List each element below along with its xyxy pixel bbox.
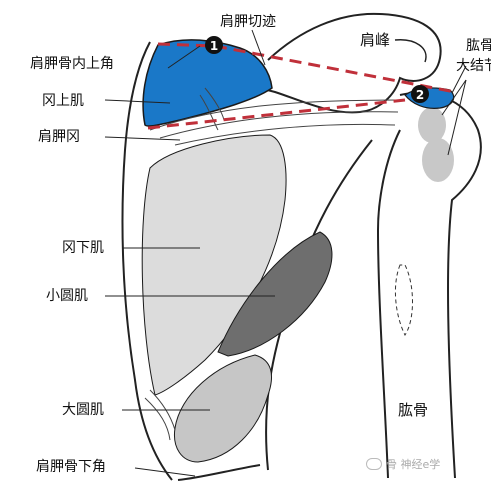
infraspinatus-muscle xyxy=(141,134,287,396)
label-teres-major: 大圆肌 xyxy=(62,402,104,418)
marker-1-label: 1 xyxy=(210,39,218,53)
leader-lines xyxy=(104,29,467,477)
label-supraspinatus: 冈上肌 xyxy=(42,93,84,109)
marker-2-label: 2 xyxy=(416,88,424,102)
supraspinatus-muscle xyxy=(142,39,273,127)
label-humerus-top: 肱骨 xyxy=(466,38,491,54)
teres-major-fibres xyxy=(144,389,176,441)
watermark: 骨 神经e学 xyxy=(366,456,440,472)
dashed-line-bottom xyxy=(147,98,406,130)
teres-minor-muscle xyxy=(217,231,333,357)
acromion-outline xyxy=(189,12,442,114)
label-humerus: 肱骨 xyxy=(398,401,429,419)
marker-2-circle xyxy=(411,85,429,103)
teres-major-muscle xyxy=(173,354,272,463)
label-greater-tubercle: 大结节 xyxy=(456,58,491,74)
humerus-groove xyxy=(395,264,413,336)
watermark-text: 骨 神经e学 xyxy=(386,458,441,471)
acromion-inner xyxy=(394,39,427,63)
humerus-tubercle-region-1 xyxy=(418,107,446,143)
chat-bubble-icon xyxy=(366,458,382,470)
label-infraspinatus: 冈下肌 xyxy=(62,240,104,256)
label-teres-minor: 小圆肌 xyxy=(46,288,88,304)
marker-1-circle xyxy=(205,36,223,54)
label-superior-angle: 肩胛骨内上角 xyxy=(30,56,114,72)
label-scapular-spine: 肩胛冈 xyxy=(38,129,80,145)
label-acromion: 肩峰 xyxy=(360,31,391,49)
label-suprascapular-notch: 肩胛切迹 xyxy=(220,14,276,30)
spine-fibres xyxy=(149,87,401,146)
humerus-tubercle-region-2 xyxy=(422,138,454,182)
label-inferior-angle: 肩胛骨下角 xyxy=(36,459,106,475)
